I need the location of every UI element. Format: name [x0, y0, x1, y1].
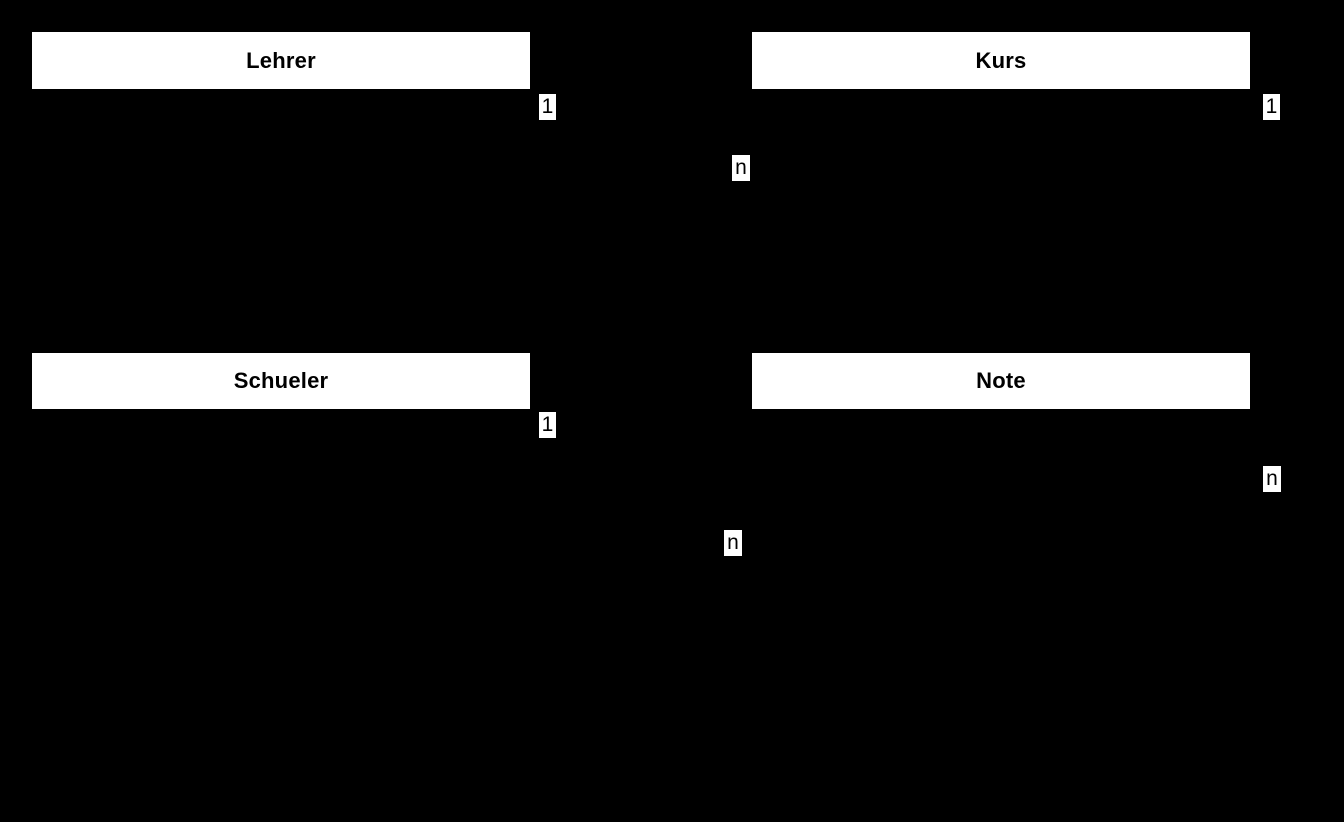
relation-line-schueler-note: [530, 438, 732, 440]
entity-box-note[interactable]: Note: [752, 353, 1250, 409]
cardinality-label-note-many-2: n: [724, 530, 742, 556]
cardinality-label-schueler-one: 1: [539, 412, 556, 438]
cardinality-label-note-many: n: [1263, 466, 1281, 492]
entity-title-kurs: Kurs: [975, 47, 1027, 73]
entity-box-schueler[interactable]: Schueler: [32, 353, 530, 409]
entity-title-note: Note: [976, 368, 1026, 393]
relation-line-lehrer-schueler: [545, 120, 547, 412]
cardinality-label-lehrer-one: 1: [539, 94, 556, 120]
entity-title-lehrer: Lehrer: [246, 47, 316, 73]
relation-line-kurs-note: [740, 181, 742, 411]
cardinality-label-kurs-one: 1: [1263, 94, 1280, 120]
entity-title-schueler: Schueler: [233, 368, 329, 393]
relation-line-lehrer-kurs: [530, 116, 752, 118]
cardinality-label-kurs-many: n: [732, 155, 750, 181]
entity-box-kurs[interactable]: Kurs: [752, 32, 1250, 89]
entity-box-lehrer[interactable]: Lehrer: [32, 32, 530, 89]
